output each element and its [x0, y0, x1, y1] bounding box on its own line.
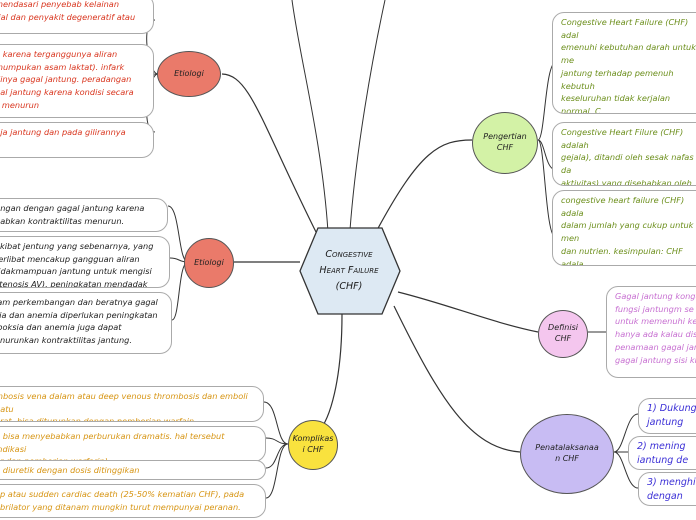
komplikasi-note-4[interactable]: op atau sudden cardiac death (25-50% kem…	[0, 484, 266, 518]
connector-definisi	[397, 291, 539, 333]
pengertian-note-2[interactable]: Congestive Heart Filure (CHF) adalah gej…	[552, 122, 696, 186]
bracket-komplikasi	[263, 401, 289, 499]
center-hexagon	[299, 227, 401, 315]
definisi-node[interactable]: Definisi CHF	[538, 310, 588, 358]
penatalaksanaan-note-3[interactable]: 3) menghil dengan tera	[638, 472, 696, 506]
komplikasi-note-1[interactable]: mbosis vena dalam atau deep venous throm…	[0, 386, 264, 422]
penatalaksanaan-note-2[interactable]: 2) mening iantung de	[628, 436, 696, 470]
etiologi-top-note-1[interactable]: mendasari penyebab kelainan rial dan pen…	[0, 0, 154, 34]
pengertian-label: Pengertian CHF	[483, 132, 527, 152]
connector-etiologi-top	[221, 73, 319, 237]
etiologi-top-node[interactable]: Etiologi	[157, 51, 221, 97]
penatalaksanaan-node[interactable]: Penatalaksanaa n CHF	[520, 414, 614, 494]
etiologi-mid-note-3[interactable]: lam perkembangan dan beratnya gagal sia …	[0, 292, 172, 354]
pengertian-note-3[interactable]: congestive heart failure (CHF) adala dal…	[552, 190, 696, 266]
komplikasi-node[interactable]: Komplikas i CHF	[288, 420, 338, 470]
etiologi-top-note-2[interactable]: n karena terganggunya aliran mumpukan as…	[0, 44, 154, 118]
komplikasi-label: Komplikas i CHF	[292, 434, 334, 454]
penatalaksanaan-note-1[interactable]: 1) Dukung jantung	[638, 398, 696, 434]
etiologi-top-note-3[interactable]: nja jantung dan pada gilirannya	[0, 122, 154, 158]
etiologi-top-label: Etiologi	[174, 68, 204, 78]
pengertian-node[interactable]: Pengertian CHF	[472, 112, 538, 174]
pengertian-note-1[interactable]: Congestive Heart Failure (CHF) adal emen…	[552, 12, 696, 114]
definisi-note-1[interactable]: Gagal jantung konge fungsi jantungm se u…	[606, 286, 696, 378]
komplikasi-note-3[interactable]: n diuretik dengan dosis ditinggikan	[0, 460, 266, 480]
definisi-label: Definisi CHF	[548, 323, 578, 343]
center-title[interactable]: Congestive Heart Failure (CHF)	[319, 248, 379, 293]
connector-komplikasi	[317, 313, 343, 433]
connector-pengertian	[375, 139, 473, 233]
etiologi-mid-label: Etiologi	[194, 257, 224, 267]
etiologi-mid-node[interactable]: Etiologi	[184, 238, 234, 288]
komplikasi-note-2[interactable]: n bisa menyebabkan perburukan dramatis. …	[0, 426, 266, 462]
connector-top-2	[349, 0, 386, 231]
etiologi-mid-note-2[interactable]: akibat jentung yang sebenarnya, yang ter…	[0, 236, 170, 288]
etiologi-mid-note-1[interactable]: ungan dengan gagal jantung karena babkan…	[0, 198, 168, 232]
penatalaksanaan-label: Penatalaksanaa n CHF	[535, 443, 599, 463]
connector-penatalaksanaan	[393, 305, 521, 453]
connector-top-1	[291, 0, 329, 233]
bracket-penatalaksanaan	[613, 413, 639, 489]
